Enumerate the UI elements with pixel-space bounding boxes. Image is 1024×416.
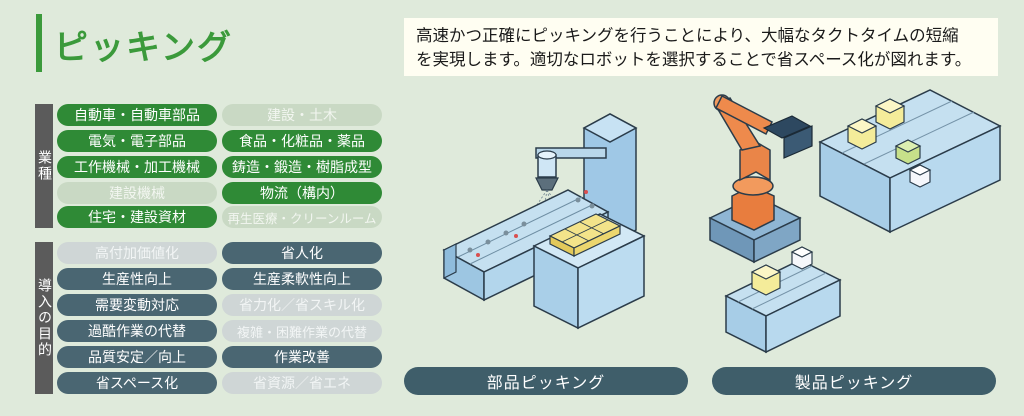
purpose-resource-energy-saving: 省資源／省エネ	[222, 372, 382, 394]
title-accent-bar	[36, 14, 42, 72]
purpose-productivity: 生産性向上	[57, 268, 217, 290]
purpose-high-value: 高付加価値化	[57, 242, 217, 264]
purpose-work-improvement: 作業改善	[222, 346, 382, 368]
industry-machine-tools: 工作機械・加工機械	[57, 156, 217, 178]
page-title: ピッキング	[54, 28, 233, 68]
purpose-labor-saving: 省人化	[222, 242, 382, 264]
industries-label: 業種	[35, 104, 53, 228]
purpose-flexibility: 生産柔軟性向上	[222, 268, 382, 290]
caption-parts-picking: 部品ピッキング	[404, 367, 688, 395]
caption-product-picking: 製品ピッキング	[712, 367, 996, 395]
purpose-effort-skill-saving: 省力化／省スキル化	[222, 294, 382, 316]
purpose-complex-work: 複雑・困難作業の代替	[222, 320, 382, 342]
description-line-2: を実現します。適切なロボットを選択することで省スペース化が図れます。	[416, 50, 972, 69]
industry-automotive: 自動車・自動車部品	[57, 104, 217, 126]
industry-logistics: 物流（構内）	[222, 182, 382, 204]
industry-casting-molding: 鋳造・鍛造・樹脂成型	[222, 156, 382, 178]
industry-electronics: 電気・電子部品	[57, 130, 217, 152]
industry-housing: 住宅・建設資材	[57, 206, 217, 228]
description-line-1: 高速かつ正確にピッキングを行うことにより、大幅なタクトタイムの短縮	[416, 26, 959, 45]
purpose-space-saving: 省スペース化	[57, 372, 217, 394]
industry-food-cosmetics: 食品・化粧品・薬品	[222, 130, 382, 152]
product-picking-illustration	[708, 89, 1002, 354]
purposes-label: 導入の目的	[35, 242, 53, 394]
purpose-demand-fluctuation: 需要変動対応	[57, 294, 217, 316]
purpose-harsh-work: 過酷作業の代替	[57, 320, 217, 342]
industry-construction: 建設・土木	[222, 104, 382, 126]
industry-construction-machinery: 建設機械	[57, 182, 217, 204]
purpose-quality: 品質安定／向上	[57, 346, 217, 368]
parts-picking-illustration	[442, 113, 646, 330]
description-box: 高速かつ正確にピッキングを行うことにより、大幅なタクトタイムの短縮 を実現します…	[404, 18, 998, 76]
industry-regenerative-medicine: 再生医療・クリーンルーム	[222, 206, 382, 228]
